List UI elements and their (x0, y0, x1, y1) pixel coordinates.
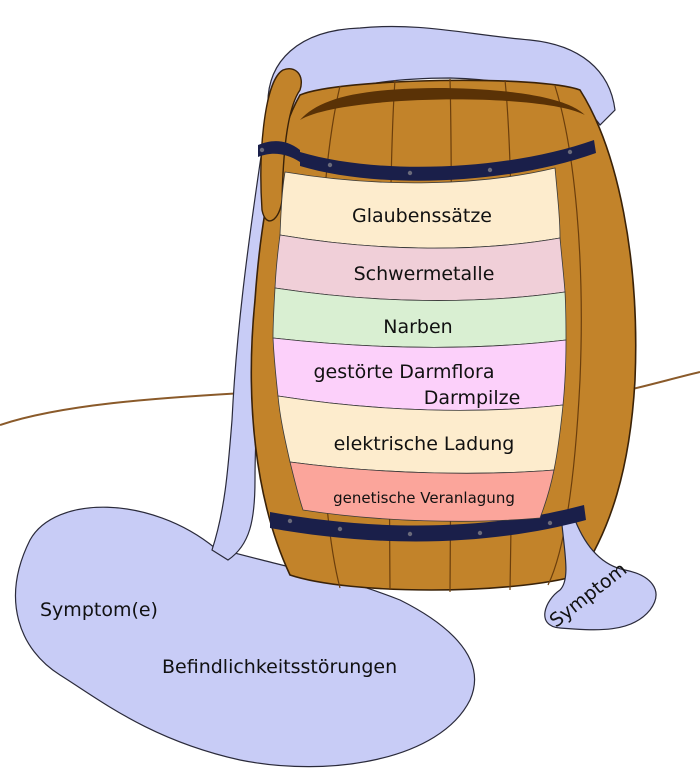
barrel-opening (300, 88, 585, 120)
right-spill (544, 519, 657, 631)
label-ladung: elektrische Ladung (334, 433, 515, 455)
label-darmpilze: Darmpilze (424, 387, 521, 409)
label-schwermetalle: Schwermetalle (354, 263, 495, 285)
bottom-hoop (270, 505, 586, 542)
label-disturbances: Befindlichkeitsstörungen (162, 656, 397, 678)
label-narben: Narben (383, 316, 452, 338)
ground-line (0, 391, 263, 426)
label-darmflora: gestörte Darmflora (313, 361, 494, 383)
label-veranlagung: genetische Veranlagung (333, 489, 515, 507)
left-puddle (15, 506, 476, 768)
top-hoop (258, 141, 300, 162)
barrel-layers (272, 167, 567, 522)
hoop-rivets (259, 147, 573, 537)
label-symptoms: Symptom(e) (40, 599, 158, 621)
label-glaubenssaetze: Glaubenssätze (352, 205, 492, 227)
top-hoop-front (300, 140, 596, 181)
layer-veranlagung (289, 461, 555, 522)
